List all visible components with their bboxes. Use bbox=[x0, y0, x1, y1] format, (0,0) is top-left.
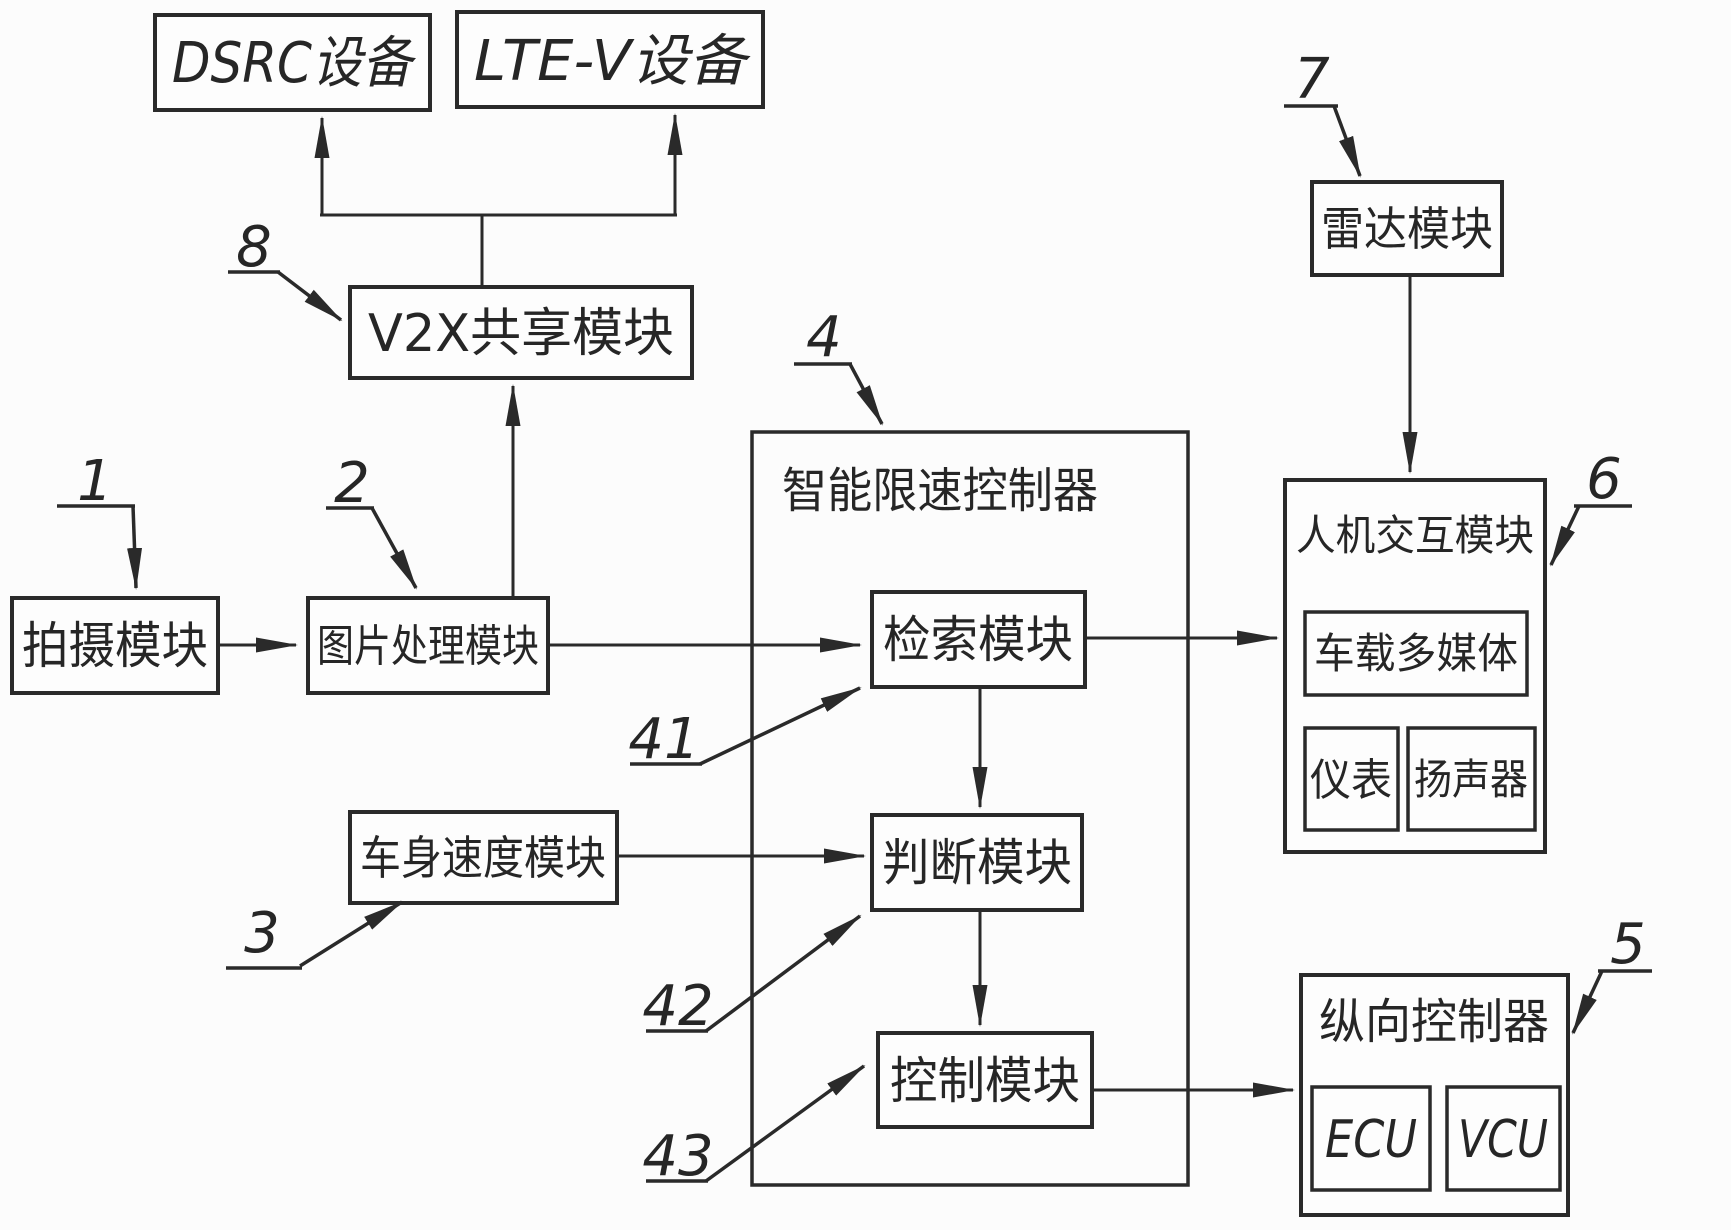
ref-6-leader-arrow bbox=[1549, 505, 1581, 567]
ref-label-2: 2 bbox=[326, 451, 418, 590]
radar-module-label: 雷达模块 bbox=[1321, 202, 1493, 256]
ref-4-leader-arrow bbox=[848, 363, 884, 426]
ref-41-leader-arrow bbox=[699, 686, 862, 766]
ref-2-text: 2 bbox=[334, 451, 370, 516]
box-retrieval-module: 检索模块 bbox=[870, 590, 1087, 689]
judgment-module-label: 判断模块 bbox=[882, 834, 1072, 892]
control-module-label: 控制模块 bbox=[890, 1052, 1080, 1110]
ref-label-41: 41 bbox=[628, 686, 862, 772]
instrument-rect bbox=[1303, 726, 1400, 832]
camera-module-rect bbox=[10, 596, 220, 695]
retrieval-module-label: 检索模块 bbox=[883, 611, 1073, 669]
ref-6-text: 6 bbox=[1586, 447, 1622, 512]
connector-lines bbox=[218, 113, 1418, 1098]
ref-label-7: 7 bbox=[1284, 47, 1362, 178]
ref-1-text: 1 bbox=[77, 449, 113, 514]
vcu-rect bbox=[1445, 1085, 1562, 1192]
box-longitudinal-controller: 纵向控制器 ECU VCU bbox=[1299, 973, 1570, 1217]
ref-label-6: 6 bbox=[1549, 447, 1632, 567]
ref-3-text: 3 bbox=[244, 901, 280, 966]
retrieval-module-rect bbox=[870, 590, 1087, 689]
ref-3-leader-arrow bbox=[299, 900, 404, 968]
ecu-rect bbox=[1310, 1085, 1432, 1192]
ref-42-text: 42 bbox=[642, 974, 713, 1039]
ref-1-leader-arrow bbox=[127, 505, 143, 590]
image-processing-label: 图片处理模块 bbox=[317, 621, 539, 672]
lte-v-device-label: LTE-V设备 bbox=[474, 29, 751, 94]
ref-label-43: 43 bbox=[642, 1064, 866, 1189]
dsrc-device-label: DSRC设备 bbox=[172, 31, 416, 96]
box-image-processing-module: 图片处理模块 bbox=[306, 596, 550, 695]
radar-module-rect bbox=[1310, 180, 1504, 277]
ref-7-text: 7 bbox=[1294, 47, 1330, 112]
ref-8-leader-arrow bbox=[276, 270, 343, 322]
box-radar-module: 雷达模块 bbox=[1310, 180, 1504, 277]
ref-4-text: 4 bbox=[806, 305, 842, 370]
ref-7-leader-arrow bbox=[1332, 105, 1362, 178]
lte-v-device-rect bbox=[455, 10, 765, 109]
v2x-sharing-rect bbox=[348, 285, 694, 380]
ref-label-3: 3 bbox=[226, 900, 404, 970]
box-vehicle-speed-module: 车身速度模块 bbox=[348, 810, 619, 905]
judgment-module-rect bbox=[870, 813, 1084, 912]
camera-module-label: 拍摄模块 bbox=[22, 617, 208, 675]
speed-limit-controller-label: 智能限速控制器 bbox=[782, 463, 1098, 519]
speaker-rect bbox=[1406, 726, 1537, 832]
ref-43-leader-arrow bbox=[704, 1064, 866, 1183]
speaker-label: 扬声器 bbox=[1414, 755, 1528, 804]
vehicle-speed-label: 车身速度模块 bbox=[360, 831, 606, 885]
hmi-module-label: 人机交互模块 bbox=[1296, 511, 1534, 560]
image-processing-rect bbox=[306, 596, 550, 695]
ref-43-text: 43 bbox=[642, 1124, 713, 1189]
ref-2-leader-arrow bbox=[370, 507, 418, 590]
ecu-label: ECU bbox=[1325, 1110, 1417, 1170]
box-smart-speed-limit-controller: 智能限速控制器 bbox=[750, 430, 1190, 1187]
v2x-sharing-label: V2X共享模块 bbox=[368, 304, 674, 364]
longitudinal-controller-label: 纵向控制器 bbox=[1319, 994, 1549, 1050]
vehicle-multimedia-label: 车载多媒体 bbox=[1314, 629, 1518, 678]
control-module-rect bbox=[876, 1031, 1094, 1129]
ref-42-leader-arrow bbox=[704, 914, 862, 1033]
box-camera-module: 拍摄模块 bbox=[10, 596, 220, 695]
ref-label-42: 42 bbox=[642, 914, 862, 1039]
vcu-label: VCU bbox=[1458, 1110, 1548, 1170]
ref-41-text: 41 bbox=[628, 707, 699, 772]
vehicle-multimedia-rect bbox=[1303, 610, 1529, 697]
box-hmi-module: 人机交互模块 车载多媒体 仪表 扬声器 bbox=[1283, 478, 1547, 854]
vehicle-speed-rect bbox=[348, 810, 619, 905]
dsrc-device-rect bbox=[153, 13, 432, 112]
ref-5-text: 5 bbox=[1610, 912, 1646, 977]
ref-label-8: 8 bbox=[228, 215, 343, 322]
ref-label-4: 4 bbox=[794, 305, 884, 426]
ref-label-5: 5 bbox=[1571, 912, 1652, 1035]
box-v2x-sharing-module: V2X共享模块 bbox=[348, 285, 694, 380]
instrument-label: 仪表 bbox=[1310, 755, 1392, 806]
speed-limit-controller-rect bbox=[750, 430, 1190, 1187]
ref-5-leader-arrow bbox=[1571, 970, 1604, 1035]
box-control-module: 控制模块 bbox=[876, 1031, 1094, 1129]
box-lte-v-device: LTE-V设备 bbox=[455, 10, 765, 109]
box-dsrc-device: DSRC设备 bbox=[153, 13, 432, 112]
box-judgment-module: 判断模块 bbox=[870, 813, 1084, 912]
ref-label-1: 1 bbox=[57, 449, 143, 590]
ref-8-text: 8 bbox=[236, 215, 272, 280]
